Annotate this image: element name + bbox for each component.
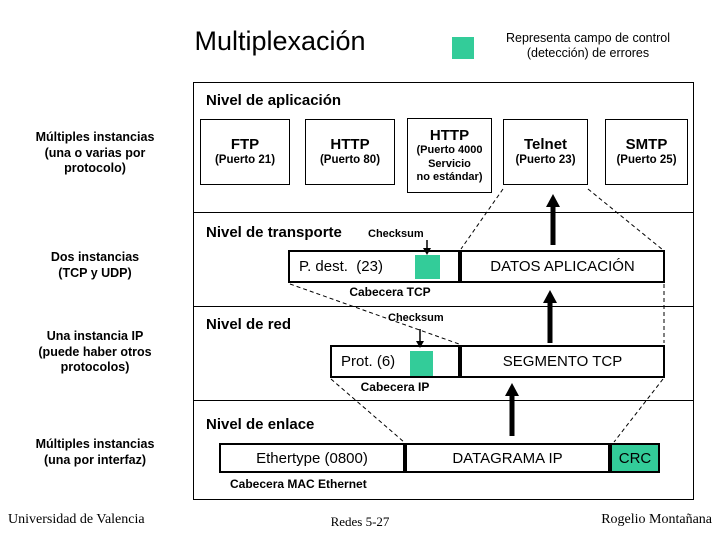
ip-checksum-swatch-icon: [410, 351, 433, 376]
ethernet-payload-box: DATAGRAMA IP: [405, 443, 610, 473]
protocol-port: (Puerto 21): [214, 153, 276, 166]
footer-slide-number: Redes 5-27: [330, 514, 390, 529]
crc-box: CRC: [610, 443, 660, 473]
divider-application-transport: [193, 212, 694, 213]
protocol-name: HTTP: [330, 136, 370, 154]
protocol-name: SMTP: [625, 136, 668, 154]
protocol-box-http-4000: HTTP (Puerto 4000 Servicio no estándar): [407, 118, 492, 193]
link-level-header: Nivel de enlace: [206, 416, 315, 433]
protocol-box-ftp: FTP (Puerto 21): [200, 119, 290, 185]
legend-text: Representa campo de control (detección) …: [506, 31, 670, 60]
protocol-port: (Puerto 4000 Servicio no estándar): [416, 144, 483, 183]
transport-checksum-label: Checksum: [368, 228, 424, 240]
ip-payload-box: SEGMENTO TCP: [460, 345, 665, 378]
network-level-header: Nivel de red: [206, 316, 292, 333]
tcp-header-caption: Cabecera TCP: [349, 285, 431, 299]
protocol-port: (Puerto 80): [319, 153, 381, 166]
tcp-dest-port-field: P. dest. (23): [299, 258, 383, 275]
ethernet-header-caption: Cabecera MAC Ethernet: [230, 477, 367, 491]
protocol-box-smtp: SMTP (Puerto 25): [605, 119, 688, 185]
protocol-port: (Puerto 25): [616, 153, 677, 166]
protocol-name: HTTP: [429, 127, 470, 145]
label-application-instances: Múltiples instancias (una o varias por p…: [35, 130, 155, 176]
footer-author: Rogelio Montañana: [601, 512, 712, 527]
diagram-frame: [193, 82, 694, 500]
slide-title: Multiplexación: [194, 26, 366, 56]
ethernet-payload-label: DATAGRAMA IP: [452, 449, 563, 467]
protocol-name: FTP: [230, 136, 260, 154]
ip-header-box: Prot. (6): [330, 345, 460, 378]
application-level-header: Nivel de aplicación: [206, 92, 342, 109]
crc-label: CRC: [618, 449, 652, 467]
transport-level-header: Nivel de transporte: [206, 224, 342, 241]
tcp-checksum-swatch-icon: [415, 255, 440, 279]
label-transport-instances: Dos instancias (TCP y UDP): [50, 250, 140, 280]
label-network-instances: Una instancia IP (puede haber otros prot…: [38, 329, 152, 375]
control-field-swatch-icon: [452, 37, 474, 59]
divider-network-link: [193, 400, 694, 401]
protocol-box-http: HTTP (Puerto 80): [305, 119, 395, 185]
protocol-port: (Puerto 23): [515, 153, 576, 166]
tcp-payload-box: DATOS APLICACIÓN: [460, 250, 665, 283]
protocol-name: Telnet: [523, 136, 568, 154]
tcp-payload-label: DATOS APLICACIÓN: [490, 258, 635, 275]
ip-payload-label: SEGMENTO TCP: [502, 353, 623, 370]
ethertype-box: Ethertype (0800): [219, 443, 405, 473]
ip-protocol-field: Prot. (6): [341, 353, 396, 370]
ip-header-caption: Cabecera IP: [360, 380, 430, 394]
ethertype-field: Ethertype (0800): [256, 449, 368, 467]
protocol-box-telnet: Telnet (Puerto 23): [503, 119, 588, 185]
divider-transport-network: [193, 306, 694, 307]
label-link-instances: Múltiples instancias (una por interfaz): [35, 437, 155, 467]
network-checksum-label: Checksum: [388, 312, 444, 324]
footer-institution: Universidad de Valencia: [8, 512, 145, 527]
